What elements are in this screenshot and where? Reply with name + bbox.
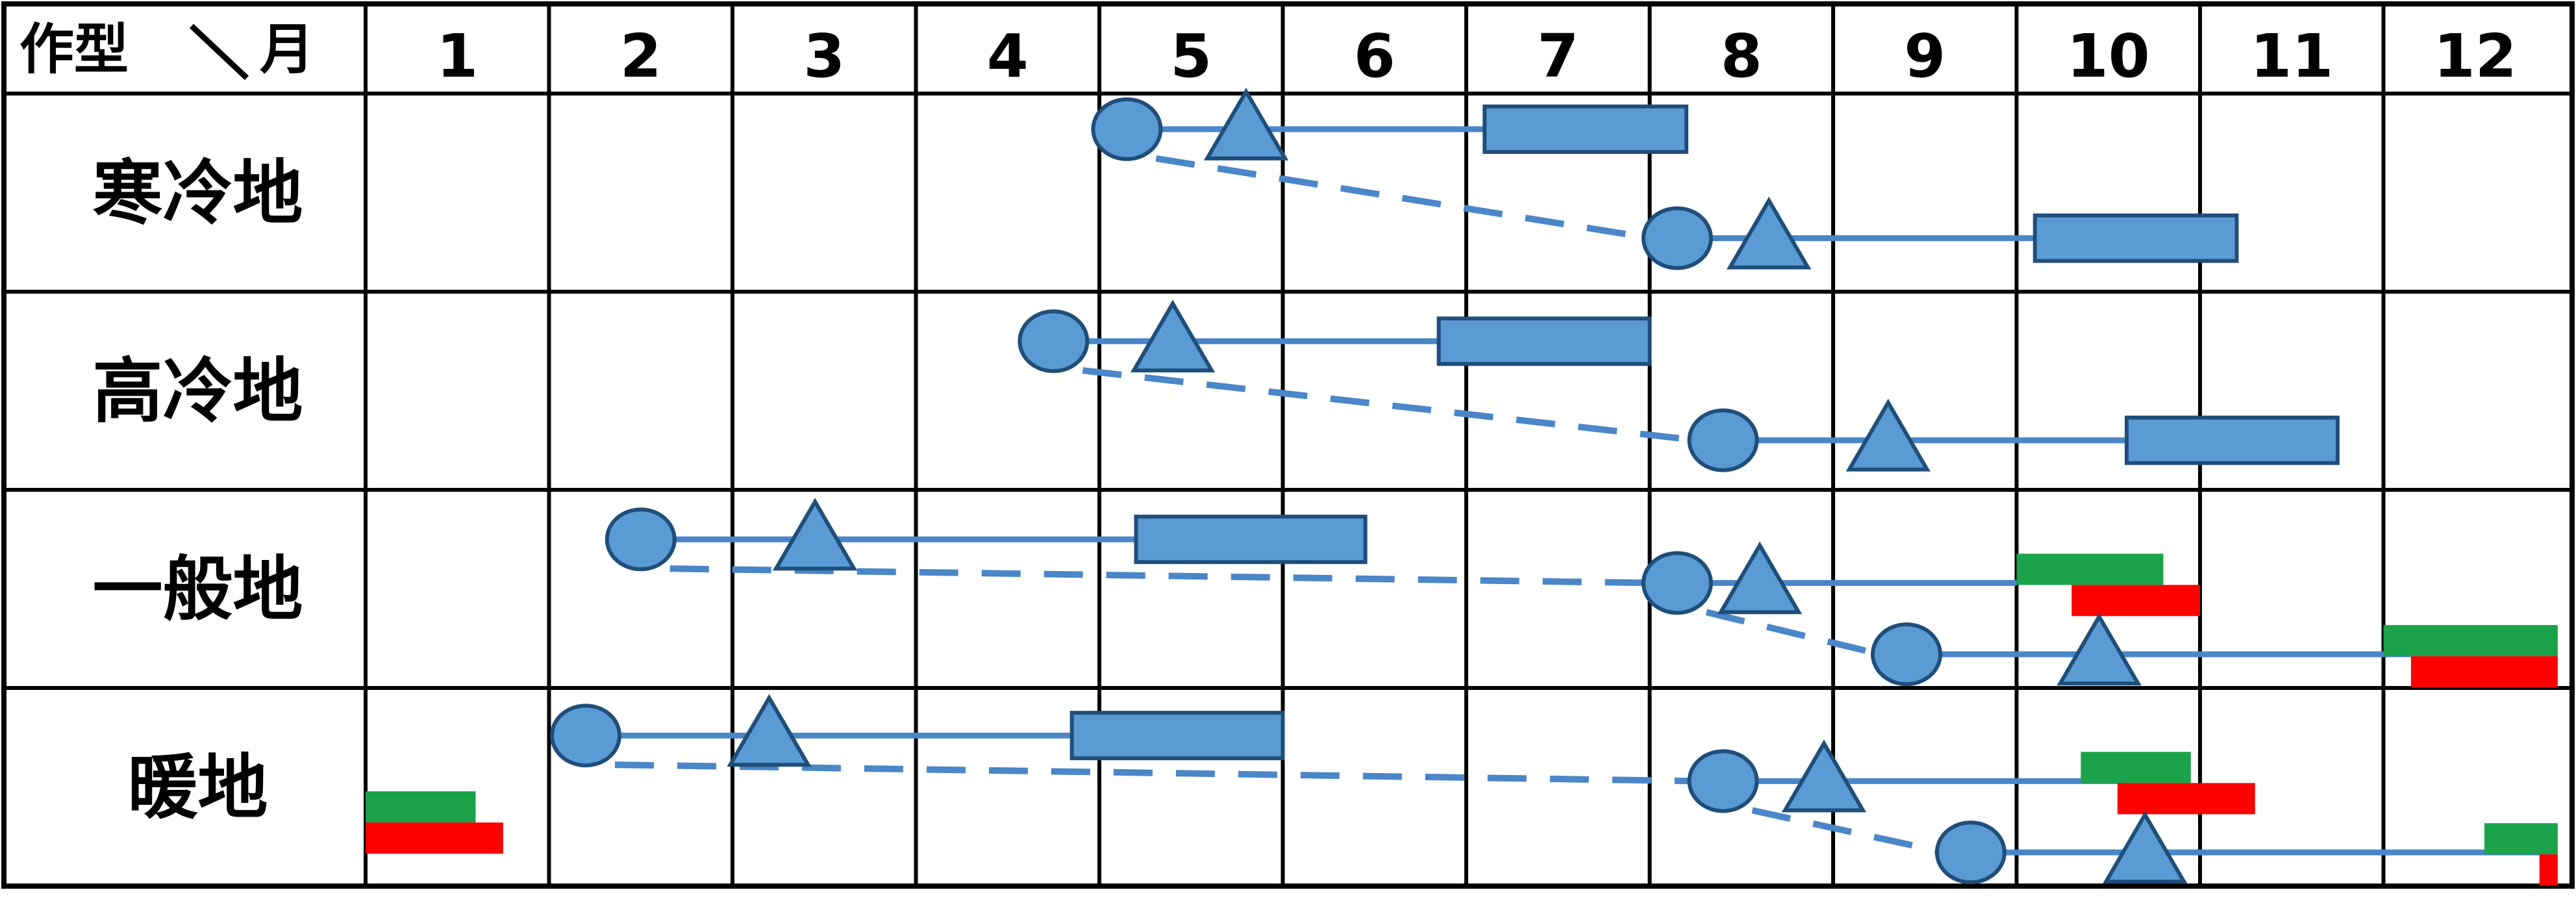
row-label: 高冷地 xyxy=(92,351,303,433)
green-harvest-bar xyxy=(2016,553,2164,585)
shift-dash-line xyxy=(1705,609,1882,658)
month-label: 9 xyxy=(1904,21,1945,91)
row-label: 暖地 xyxy=(127,748,268,829)
sowing-circle-icon xyxy=(1687,749,1759,813)
header-corner-left: 作型 xyxy=(19,18,129,81)
month-label: 8 xyxy=(1721,21,1762,91)
shift-dash-line xyxy=(669,565,1651,587)
month-label: 1 xyxy=(436,21,478,91)
row-label: 一般地 xyxy=(92,550,303,631)
schedule-marks xyxy=(366,87,2558,886)
sowing-circle-icon xyxy=(1871,622,1942,687)
month-label: 4 xyxy=(987,21,1029,91)
planting-triangle-icon xyxy=(1203,87,1289,160)
month-label: 5 xyxy=(1170,21,1212,91)
month-label: 11 xyxy=(2250,21,2333,91)
sowing-circle-icon xyxy=(1934,820,2007,885)
planting-triangle-icon xyxy=(2103,811,2188,884)
harvest-bar xyxy=(2125,415,2340,465)
shift-dash-line xyxy=(1155,155,1652,242)
harvest-bar xyxy=(1482,104,1688,154)
month-label: 12 xyxy=(2434,21,2517,91)
green-harvest-bar xyxy=(366,791,476,823)
green-harvest-bar xyxy=(2081,752,2191,783)
harvest-bar xyxy=(1436,316,1652,366)
red-harvest-bar xyxy=(2539,854,2558,886)
harvest-bar xyxy=(2032,213,2239,263)
planting-triangle-icon xyxy=(1845,398,1931,472)
sowing-circle-icon xyxy=(1687,408,1759,472)
sowing-circle-icon xyxy=(1018,309,1090,374)
shift-dash-line xyxy=(614,761,1697,785)
month-label: 7 xyxy=(1537,21,1579,91)
green-harvest-bar xyxy=(2484,823,2558,855)
header-corner-slash xyxy=(189,23,249,81)
planting-triangle-icon xyxy=(1781,739,1867,813)
sowing-circle-icon xyxy=(1641,206,1713,270)
sowing-circle-icon xyxy=(1641,551,1713,615)
planting-triangle-icon xyxy=(727,694,812,767)
shift-dash-line xyxy=(1751,807,1945,856)
red-harvest-bar xyxy=(2410,656,2558,688)
planting-triangle-icon xyxy=(2057,613,2142,686)
planting-triangle-icon xyxy=(1717,541,1803,615)
shift-dash-line xyxy=(1082,367,1698,444)
sowing-circle-icon xyxy=(605,507,677,572)
month-label: 10 xyxy=(2067,21,2150,91)
month-label: 2 xyxy=(620,21,662,91)
planting-triangle-icon xyxy=(1726,196,1812,270)
harvest-bar xyxy=(1069,711,1285,761)
sowing-circle-icon xyxy=(550,704,621,768)
row-label: 寒冷地 xyxy=(92,153,303,235)
red-harvest-bar xyxy=(2117,783,2255,815)
sowing-circle-icon xyxy=(1091,97,1163,161)
red-harvest-bar xyxy=(2071,585,2200,617)
red-harvest-bar xyxy=(366,822,503,854)
green-harvest-bar xyxy=(2383,625,2558,657)
month-label: 6 xyxy=(1354,21,1395,91)
header-corner-right: 月 xyxy=(260,18,314,81)
planting-triangle-icon xyxy=(1130,299,1216,373)
month-label: 3 xyxy=(803,21,845,91)
planting-triangle-icon xyxy=(772,498,858,571)
harvest-bar xyxy=(1134,515,1368,565)
